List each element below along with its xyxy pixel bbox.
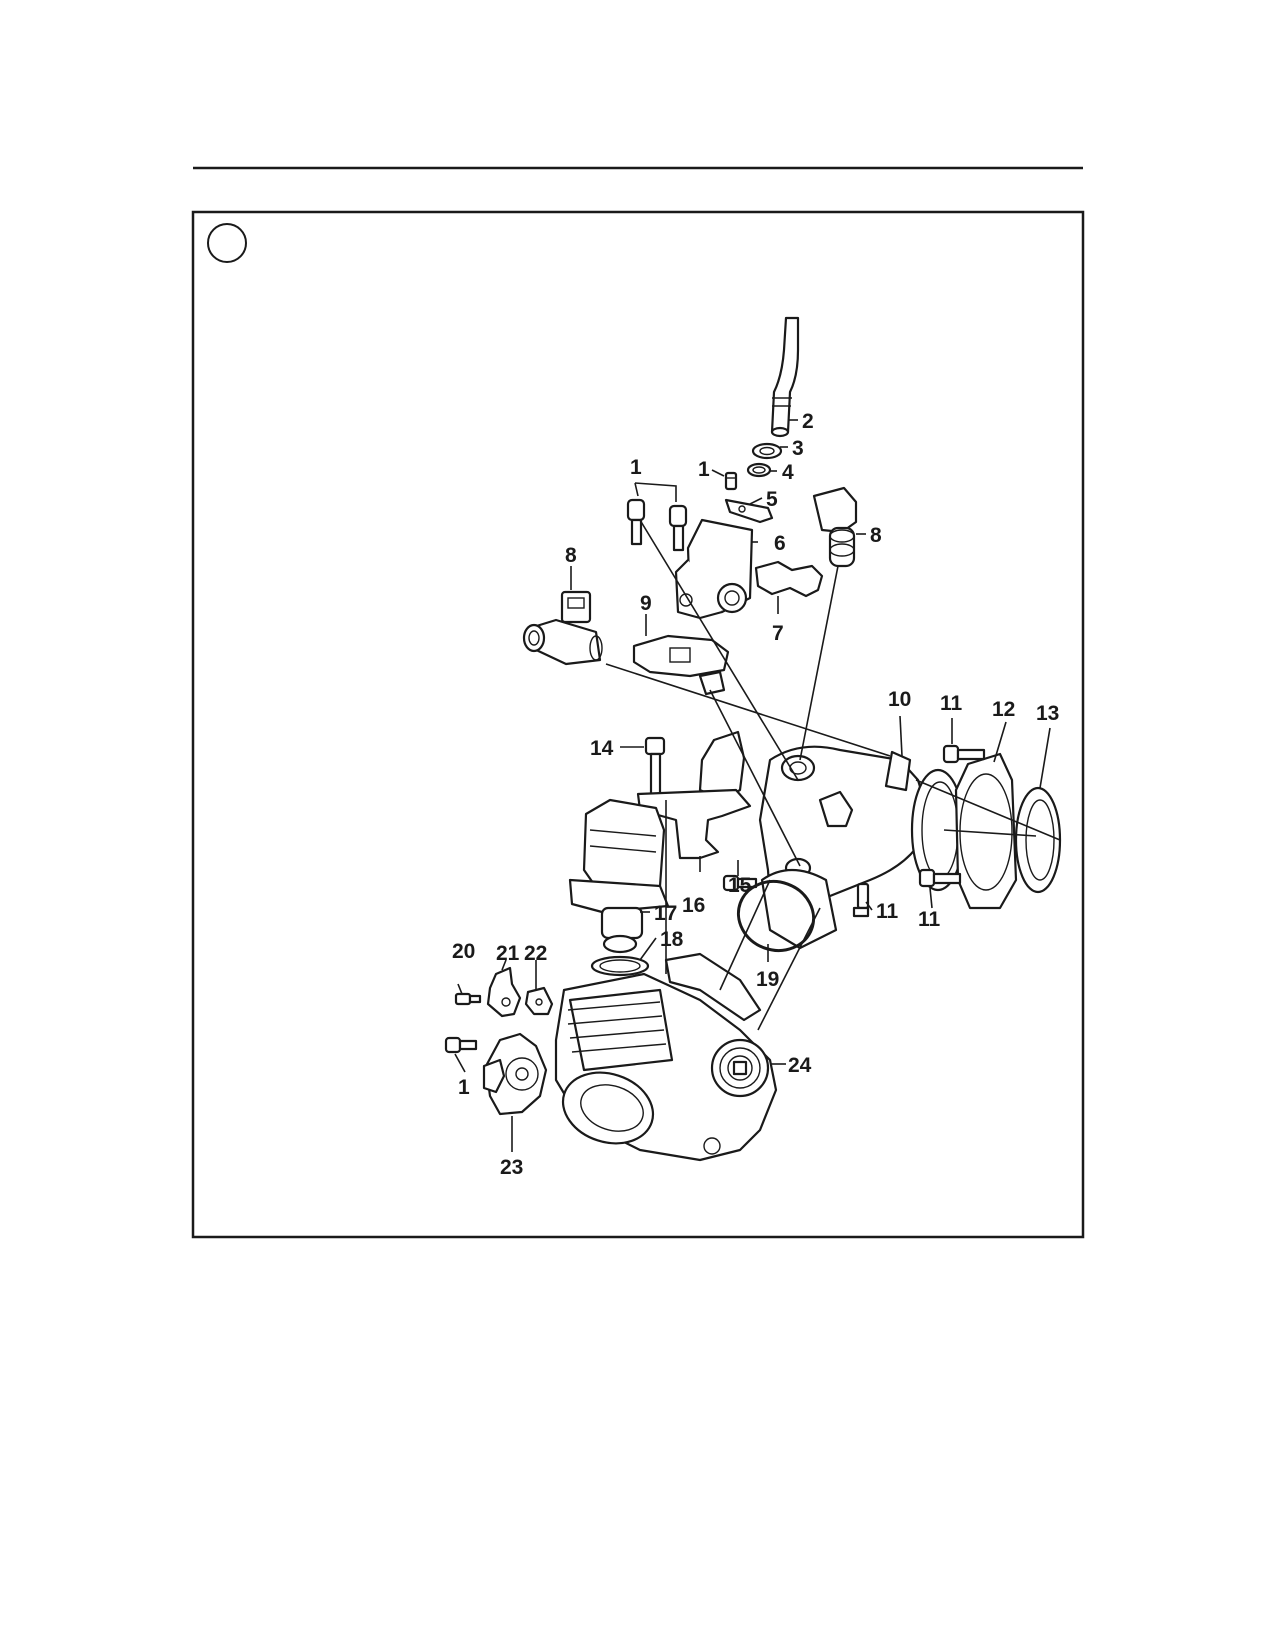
part-sensor xyxy=(632,634,730,696)
figure-frame xyxy=(191,210,1085,1239)
part-fuel-hose xyxy=(770,316,800,438)
callout-5: 5 xyxy=(766,488,778,511)
part-throttle-body xyxy=(554,952,778,1162)
figure-marker-circle xyxy=(207,223,247,263)
part-idle-control-valve xyxy=(568,798,670,954)
part-lever xyxy=(486,966,522,1018)
callout-10: 10 xyxy=(888,688,911,711)
part-o-ring xyxy=(746,462,772,478)
callout-21: 21 xyxy=(496,942,520,965)
part-injector-right xyxy=(812,486,858,568)
part-pressure-regulator xyxy=(674,518,754,620)
callout-23: 23 xyxy=(500,1156,523,1179)
callout-2: 2 xyxy=(802,410,814,433)
callout-17: 17 xyxy=(654,902,677,925)
part-retaining-plate xyxy=(724,498,774,524)
callout-4: 4 xyxy=(782,461,794,484)
part-gasket xyxy=(590,955,650,977)
part-large-o-ring xyxy=(736,880,816,952)
part-bolt-pair xyxy=(626,498,688,552)
part-washer xyxy=(751,442,783,460)
callout-labels: 2 3 4 1 1 5 6 7 8 8 9 10 11 12 13 14 15 … xyxy=(452,410,1059,1179)
part-throttle-position-sensor xyxy=(482,1032,548,1116)
callout-8: 8 xyxy=(870,524,882,547)
part-manifold-bolt xyxy=(852,882,870,918)
callout-6: 6 xyxy=(774,532,786,555)
part-long-bolt xyxy=(644,736,666,802)
callout-18: 18 xyxy=(660,928,684,951)
part-small-screw-lower xyxy=(444,1036,478,1054)
callout-1: 1 xyxy=(458,1076,470,1099)
callout-3: 3 xyxy=(792,437,804,460)
part-bracket xyxy=(754,560,824,598)
part-intake-manifold xyxy=(758,745,932,950)
part-tiny-screw xyxy=(454,992,482,1006)
leader-lines xyxy=(454,419,1061,1152)
part-injector-left xyxy=(522,590,603,666)
part-flange-plate xyxy=(954,752,1018,910)
callout-14: 14 xyxy=(590,737,614,760)
callout-11: 11 xyxy=(876,900,899,923)
callout-1: 1 xyxy=(698,458,710,481)
callout-20: 20 xyxy=(452,940,475,963)
part-small-plate xyxy=(524,986,554,1016)
callout-13: 13 xyxy=(1036,702,1059,725)
part-flange-bolt-upper xyxy=(942,744,986,764)
part-flange-bolt-lower xyxy=(918,868,962,888)
part-seal-ring xyxy=(1014,786,1062,894)
callout-24: 24 xyxy=(788,1054,812,1077)
callout-15: 15 xyxy=(728,874,752,897)
callout-8: 8 xyxy=(565,544,577,567)
callout-11: 11 xyxy=(940,692,963,715)
callout-19: 19 xyxy=(756,968,779,991)
part-short-screw xyxy=(722,874,758,892)
callout-22: 22 xyxy=(524,942,547,965)
callout-12: 12 xyxy=(992,698,1015,721)
callout-1: 1 xyxy=(630,456,642,479)
callout-9: 9 xyxy=(640,592,652,615)
callout-7: 7 xyxy=(772,622,784,645)
part-small-screw-top xyxy=(724,471,738,491)
callout-11: 11 xyxy=(918,908,941,931)
callout-16: 16 xyxy=(682,894,705,917)
